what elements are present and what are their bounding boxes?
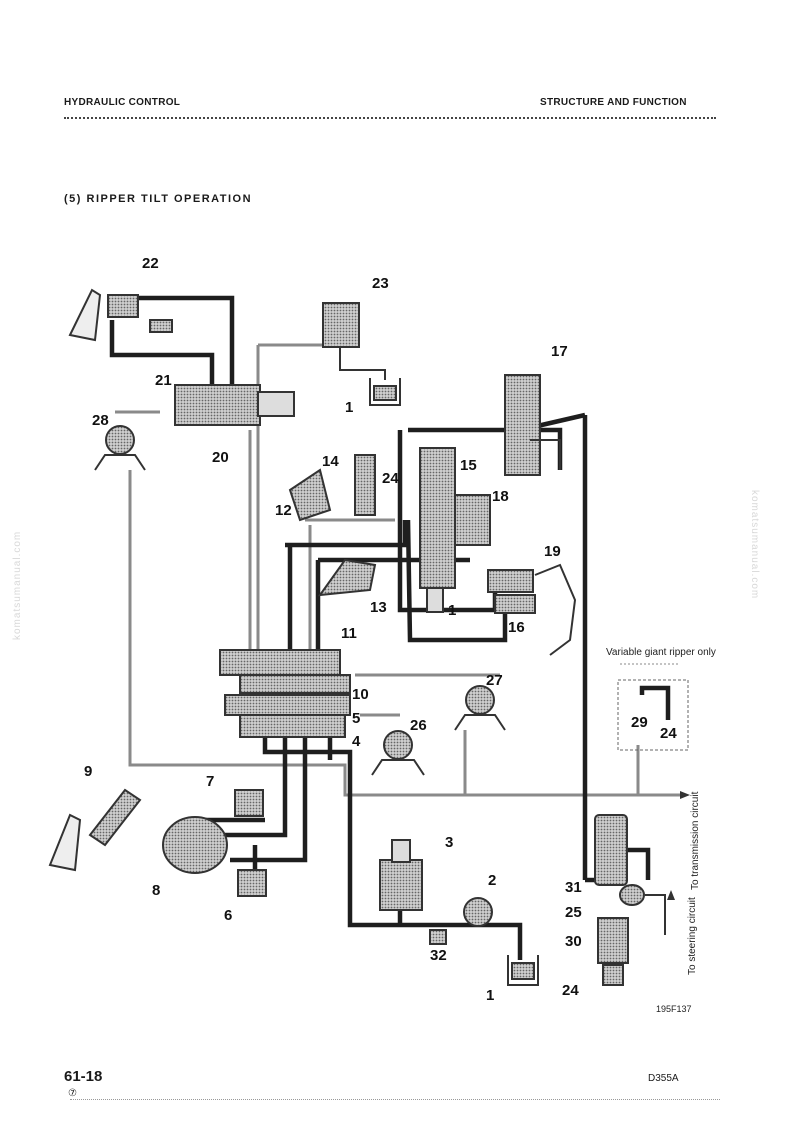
component-31 [594,814,628,886]
component-pump-8 [162,816,228,874]
pilot-lines [115,343,680,797]
component-30 [597,917,629,986]
figure-code: 195F137 [656,1004,692,1014]
component-7 [234,789,264,817]
flow-arrows [667,791,690,900]
component-valve-20-21 [174,384,295,426]
label-13: 13 [370,599,387,616]
section-title: (5) RIPPER TILT OPERATION [64,193,253,205]
component-12 [288,468,332,522]
label-26: 26 [410,717,427,734]
model-code: D355A [648,1073,679,1084]
label-1-mid: 1 [448,602,456,619]
note-to-transmission: To transmission circuit [690,791,701,890]
component-15-18 [419,447,491,613]
component-14 [354,454,376,516]
page-number: 61-18 [64,1068,103,1085]
component-3 [379,839,423,911]
label-24-bottom: 24 [562,982,579,999]
component-28 [94,425,146,471]
label-8: 8 [152,882,160,899]
label-14: 14 [322,453,339,470]
note-variable-ripper: Variable giant ripper only [606,647,716,658]
component-6 [237,869,267,897]
label-31: 31 [565,879,582,896]
label-23: 23 [372,275,389,292]
tank-1-top [369,378,401,406]
label-2: 2 [488,872,496,889]
label-25: 25 [565,904,582,921]
label-27: 27 [486,672,503,689]
component-lever-9 [48,788,142,872]
label-20: 20 [212,449,229,466]
header-rule [64,117,716,119]
component-32 [429,929,447,945]
label-5: 5 [352,710,360,727]
header-right-title: STRUCTURE AND FUNCTION [540,97,687,108]
label-19: 19 [544,543,561,560]
label-1-bottom: 1 [486,987,494,1004]
component-pump-2 [463,897,493,927]
label-17: 17 [551,343,568,360]
note-to-steering: To steering circuit [687,897,698,975]
label-10: 10 [352,686,369,703]
label-4: 4 [352,733,361,750]
component-26 [371,730,425,776]
footer-rule [70,1099,720,1100]
header-left-title: HYDRAULIC CONTROL [64,97,181,108]
label-29: 29 [631,714,648,731]
label-18: 18 [492,488,509,505]
tank-1-bottom [507,955,539,986]
label-22: 22 [142,255,159,272]
variable-ripper-box [617,679,689,751]
label-12: 12 [275,502,292,519]
label-9: 9 [84,763,92,780]
component-23 [322,302,386,380]
control-valve-block [219,649,351,738]
component-17 [504,374,561,476]
component-19-16 [487,563,577,656]
label-7: 7 [206,773,214,790]
label-24-top: 24 [382,470,399,487]
label-32: 32 [430,947,447,964]
revision-mark: ⑦ [68,1088,77,1099]
component-27 [454,685,506,731]
label-21: 21 [155,372,172,389]
callout-labels: 22 23 1 21 28 20 17 14 24 15 18 12 19 13… [84,255,677,1004]
component-25 [619,884,666,935]
label-1-top: 1 [345,399,353,416]
component-13 [317,558,377,597]
label-30: 30 [565,933,582,950]
label-16: 16 [508,619,525,636]
label-28: 28 [92,412,109,429]
label-15: 15 [460,457,477,474]
label-3: 3 [445,834,453,851]
label-24-right: 24 [660,725,677,742]
component-lever-22 [68,288,173,342]
label-11: 11 [341,625,357,642]
label-6: 6 [224,907,232,924]
